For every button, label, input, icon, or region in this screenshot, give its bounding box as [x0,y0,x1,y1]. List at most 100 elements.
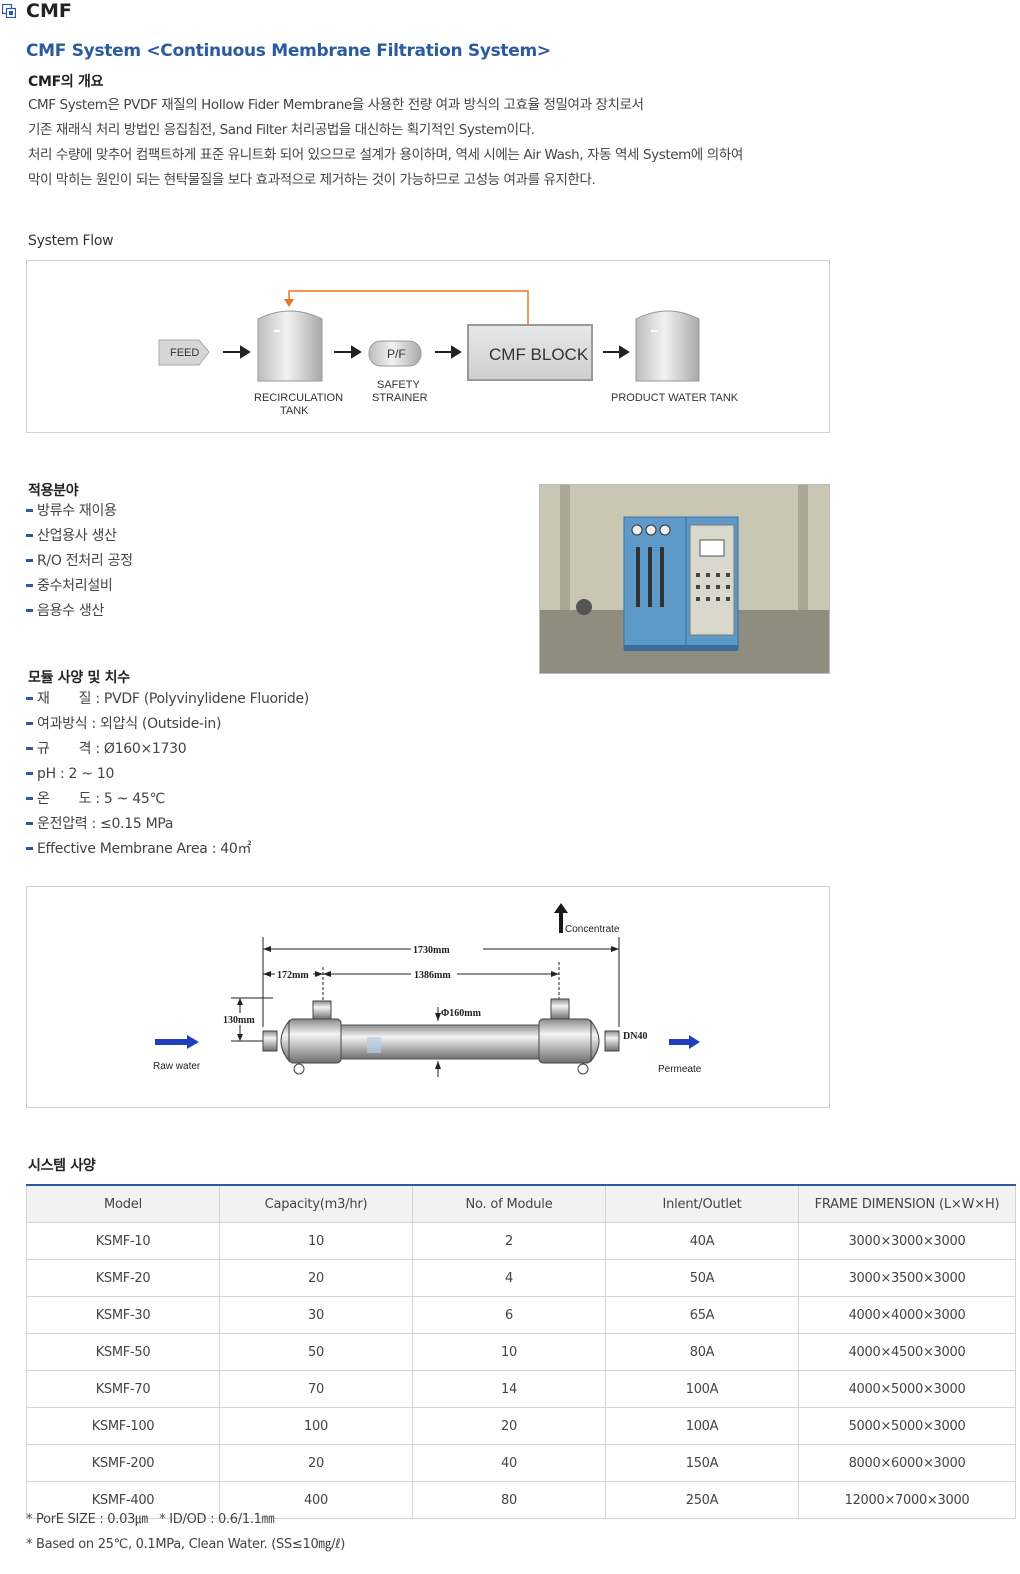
table-cell: 150A [605,1444,799,1482]
dimension-arrowheads [237,946,619,1069]
table-cell: 80A [605,1333,799,1371]
list-item: 재 질 : PVDF (Polyvinylidene Fluoride) [26,687,309,712]
total-length-label: 1730mm [413,945,450,956]
table-cell: 5000×5000×3000 [798,1407,1016,1445]
module-diagram: Concentrate 1730mm 172mm 1386mm 130mm Φ1… [153,903,702,1077]
recirculation-tank-shape [257,310,323,382]
system-title: CMF System <Continuous Membrane Filtrati… [26,41,551,61]
left-length-label: 172mm [277,970,309,981]
list-item: 음용수 생산 [26,599,133,624]
table-cell: 100A [605,1407,799,1445]
column-header: FRAME DIMENSION (L×W×H) [798,1184,1016,1223]
table-cell: 3000×3500×3000 [798,1259,1016,1297]
table-cell: 100A [605,1370,799,1408]
table-cell: 12000×7000×3000 [798,1481,1016,1519]
note-pore-size: * PorE SIZE : 0.03㎛ * ID/OD : 0.6/1.1㎜ [26,1512,275,1527]
permeate-arrow-icon [669,1035,700,1049]
module-right-housing [538,1018,592,1064]
product-tank-shape [635,310,700,382]
feed-arrow-shape [158,339,210,366]
applications-heading: 적용분야 [28,483,79,499]
table-cell: 14 [412,1370,606,1408]
table-cell: KSMF-70 [26,1370,220,1408]
table-cell: 3000×3000×3000 [798,1222,1016,1260]
pf-shape [368,340,422,367]
table-cell: 4000×5000×3000 [798,1370,1016,1408]
overview-heading: CMF의 개요 [28,74,104,90]
feed-label: FEED [170,347,199,359]
overview-line: 처리 수량에 맞추어 컴팩트하게 표준 유니트화 되어 있으므로 설계가 용이하… [28,147,743,163]
table-cell: KSMF-20 [26,1259,220,1297]
table-cell: KSMF-200 [26,1444,220,1482]
list-item: Effective Membrane Area : 40㎡ [26,837,309,862]
table-cell: KSMF-30 [26,1296,220,1334]
list-item: 방류수 재이용 [26,499,133,524]
dn40-label: DN40 [623,1031,647,1042]
table-cell: 4000×4000×3000 [798,1296,1016,1334]
table-cell: 250A [605,1481,799,1519]
spec-table: Model Capacity(m3/hr) No. of Module Inle… [26,1184,1016,1519]
table-cell: 20 [412,1407,606,1445]
page-title: CMF [26,0,72,22]
table-cell: 30 [219,1296,413,1334]
list-item: R/O 전처리 공정 [26,549,133,574]
list-item: 여과방식 : 외압식 (Outside-in) [26,712,309,737]
table-cell: 6 [412,1296,606,1334]
overview-line: CMF System은 PVDF 재질의 Hollow Fider Membra… [28,97,644,113]
concentrate-arrow-icon [554,903,568,933]
cmf-block-label: CMF BLOCK [489,345,589,364]
column-header: Inlent/Outlet [605,1184,799,1223]
flow-diagram: FEED RECIRCULATION TANK P/F SAFETY STRAI… [158,290,739,417]
flow-diagram-box: FEED RECIRCULATION TANK P/F SAFETY STRAI… [26,260,830,433]
flow-heading: System Flow [28,233,114,249]
column-header: No. of Module [412,1184,606,1223]
table-cell: KSMF-400 [26,1481,220,1519]
list-item: pH : 2 ~ 10 [26,762,309,787]
table-cell: 10 [412,1333,606,1371]
table-cell: 4 [412,1259,606,1297]
module-list: 재 질 : PVDF (Polyvinylidene Fluoride) 여과방… [26,687,309,862]
table-cell: 2 [412,1222,606,1260]
diameter-label: Φ160mm [441,1008,482,1019]
return-arrowhead [284,299,294,307]
module-diagram-box: Concentrate 1730mm 172mm 1386mm 130mm Φ1… [26,886,830,1108]
column-header: Capacity(m3/hr) [219,1184,413,1223]
raw-water-label: Raw water [153,1061,201,1072]
table-cell: 40A [605,1222,799,1260]
list-item: 운전압력 : ≤0.15 MPa [26,812,309,837]
table-cell: 20 [219,1259,413,1297]
table-cell: KSMF-50 [26,1333,220,1371]
overview-line: 막이 막히는 원인이 되는 현탁물질을 보다 효과적으로 제거하는 것이 가능하… [28,172,596,188]
safety-label-2: STRAINER [372,392,428,404]
table-header-row: Model Capacity(m3/hr) No. of Module Inle… [26,1184,1016,1223]
spec-heading: 시스템 사양 [28,1158,96,1174]
permeate-label: Permeate [658,1064,702,1075]
table-cell: 70 [219,1370,413,1408]
list-item: 중수처리설비 [26,574,133,599]
recirculation-label-2: TANK [280,405,309,417]
table-cell: 65A [605,1296,799,1334]
cmf-block-shape [467,324,593,381]
applications-list: 방류수 재이용 산업용사 생산 R/O 전처리 공정 중수처리설비 음용수 생산 [26,499,133,624]
table-cell: 4000×4500×3000 [798,1333,1016,1371]
concentrate-label: Concentrate [565,924,620,935]
product-tank-label: PRODUCT WATER TANK [611,392,739,404]
note-conditions: * Based on 25℃, 0.1MPa, Clean Water. (SS… [26,1537,346,1552]
module-heading: 모듈 사양 및 치수 [28,670,130,686]
flow-arrow [223,345,630,359]
overview-line: 기존 재래식 처리 방법인 응집침전, Sand Filter 처리공법을 대신… [28,122,535,138]
list-item: 산업용사 생산 [26,524,133,549]
module-left-housing [288,1018,342,1064]
return-line [288,290,529,325]
pf-label: P/F [387,347,406,361]
overview-text: CMF System은 PVDF 재질의 Hollow Fider Membra… [28,93,743,193]
list-item: 규 격 : Ø160×1730 [26,737,309,762]
